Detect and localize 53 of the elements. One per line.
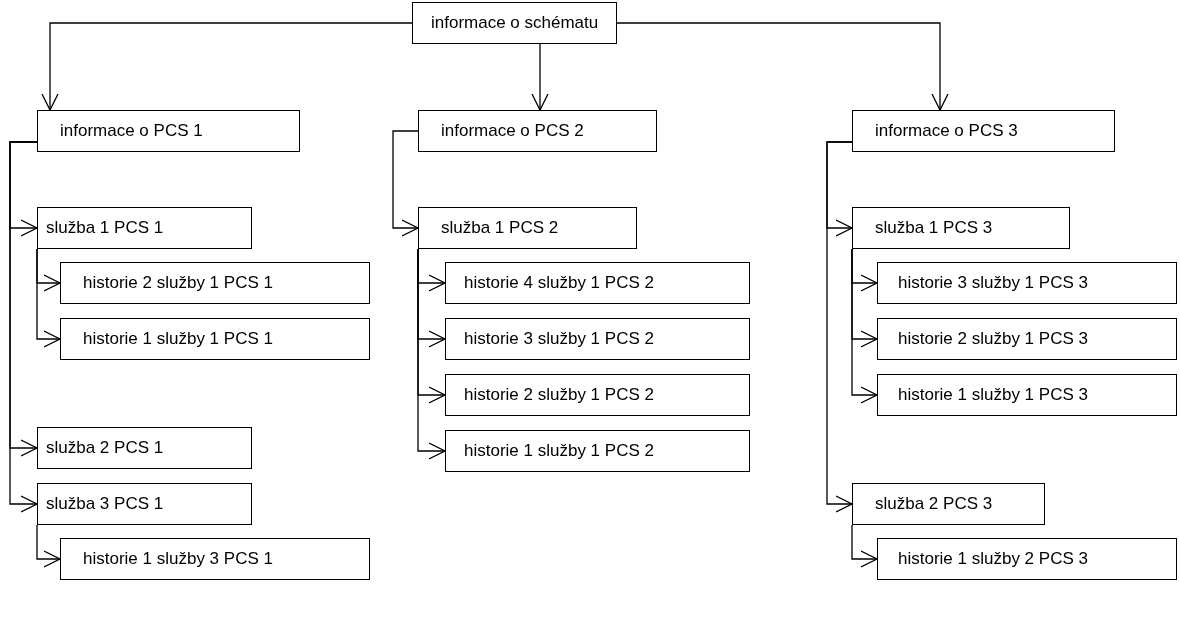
node-label: informace o schématu xyxy=(431,13,599,33)
tree-node-box xyxy=(445,374,750,416)
node-label: historie 1 služby 3 PCS 1 xyxy=(83,549,273,569)
tree-node-box xyxy=(445,430,750,472)
node-label: historie 4 služby 1 PCS 2 xyxy=(464,273,654,293)
tree-node-box xyxy=(37,483,252,525)
node-label: služba 2 PCS 1 xyxy=(46,438,164,458)
node-label: historie 2 služby 1 PCS 3 xyxy=(898,329,1088,349)
node-label: informace o PCS 2 xyxy=(441,121,584,141)
tree-node-box xyxy=(60,318,370,360)
connector-arrow xyxy=(41,22,413,111)
connector-arrow xyxy=(392,130,419,237)
node-label: historie 2 služby 1 PCS 2 xyxy=(464,385,654,405)
node-label: historie 3 služby 1 PCS 3 xyxy=(898,273,1088,293)
node-label: informace o PCS 1 xyxy=(60,121,203,141)
connector-arrow xyxy=(851,524,878,568)
connector-arrow xyxy=(417,248,446,460)
tree-node-box xyxy=(60,538,370,580)
tree-node-box xyxy=(37,110,300,152)
connector-arrow xyxy=(616,22,949,111)
tree-node-box xyxy=(412,2,617,44)
node-label: služba 2 PCS 3 xyxy=(875,494,993,514)
node-label: historie 3 služby 1 PCS 2 xyxy=(464,329,654,349)
node-label: historie 1 služby 1 PCS 1 xyxy=(83,329,273,349)
tree-node-box xyxy=(877,318,1177,360)
node-label: informace o PCS 3 xyxy=(875,121,1018,141)
tree-node-box xyxy=(60,262,370,304)
node-label: služba 1 PCS 1 xyxy=(46,218,164,238)
node-label: služba 1 PCS 2 xyxy=(441,218,559,238)
tree-node-box xyxy=(37,427,252,469)
tree-node-box xyxy=(418,110,657,152)
node-label: historie 1 služby 2 PCS 3 xyxy=(898,549,1088,569)
connector-arrow xyxy=(851,248,878,404)
tree-node-box xyxy=(445,318,750,360)
connector-arrow xyxy=(9,141,38,513)
connector-arrow xyxy=(826,141,853,513)
tree-node-box xyxy=(877,374,1177,416)
tree-node-box xyxy=(852,483,1045,525)
tree-node-box xyxy=(852,207,1070,249)
node-label: historie 1 služby 1 PCS 3 xyxy=(898,385,1088,405)
connector-arrow xyxy=(36,524,61,568)
tree-node-box xyxy=(445,262,750,304)
node-label: historie 1 služby 1 PCS 2 xyxy=(464,441,654,461)
node-label: služba 1 PCS 3 xyxy=(875,218,993,238)
tree-node-box xyxy=(852,110,1115,152)
tree-node-box xyxy=(877,538,1177,580)
tree-node-box xyxy=(877,262,1177,304)
tree-node-box xyxy=(37,207,252,249)
connector-arrow xyxy=(36,248,61,348)
connector-arrow xyxy=(531,43,549,111)
node-label: historie 2 služby 1 PCS 1 xyxy=(83,273,273,293)
tree-node-box xyxy=(418,207,637,249)
node-label: služba 3 PCS 1 xyxy=(46,494,164,514)
